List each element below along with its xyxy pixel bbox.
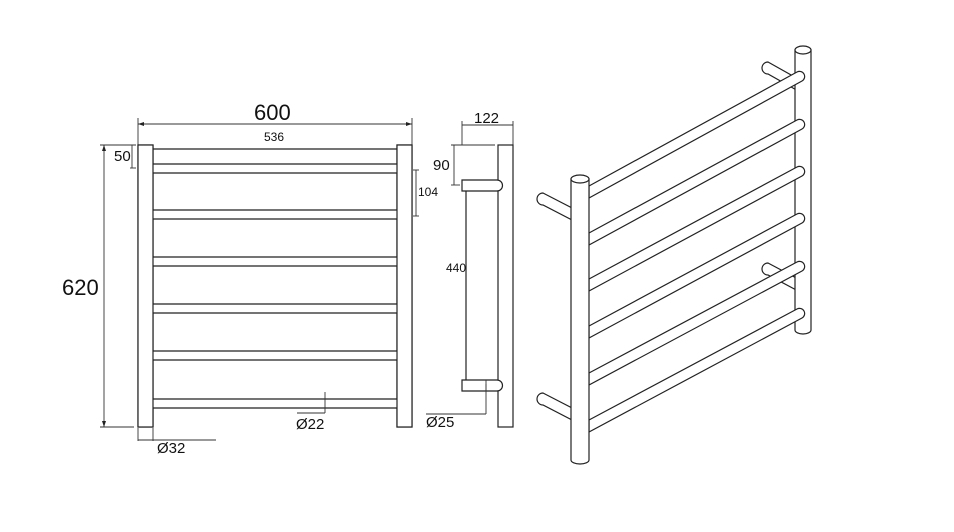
dim-overall-width: 600 bbox=[254, 100, 291, 125]
side-view bbox=[426, 121, 514, 428]
iso-right-post bbox=[794, 49, 812, 335]
iso-rails bbox=[588, 70, 806, 434]
dim-bracket-spacing: 440 bbox=[446, 261, 467, 275]
isometric-view bbox=[536, 45, 812, 465]
dim-top-offset: 50 bbox=[114, 148, 131, 165]
front-rails bbox=[147, 163, 403, 409]
front-view bbox=[100, 118, 419, 441]
dim-rail-spacing: 104 bbox=[418, 185, 439, 199]
dim-depth: 122 bbox=[474, 110, 500, 127]
dim-overall-height: 620 bbox=[62, 275, 99, 300]
dim-bracket-top-offset: 90 bbox=[433, 157, 450, 174]
bottom-bracket bbox=[461, 379, 504, 392]
dim-rail-length: 536 bbox=[264, 130, 285, 144]
top-bracket bbox=[461, 179, 504, 192]
iso-left-post bbox=[570, 178, 590, 465]
dim-bracket-diameter: Ø25 bbox=[426, 414, 455, 431]
dim-post-diameter: Ø32 bbox=[157, 440, 186, 457]
side-post bbox=[497, 144, 514, 428]
dim-rail-diameter: Ø22 bbox=[296, 416, 325, 433]
